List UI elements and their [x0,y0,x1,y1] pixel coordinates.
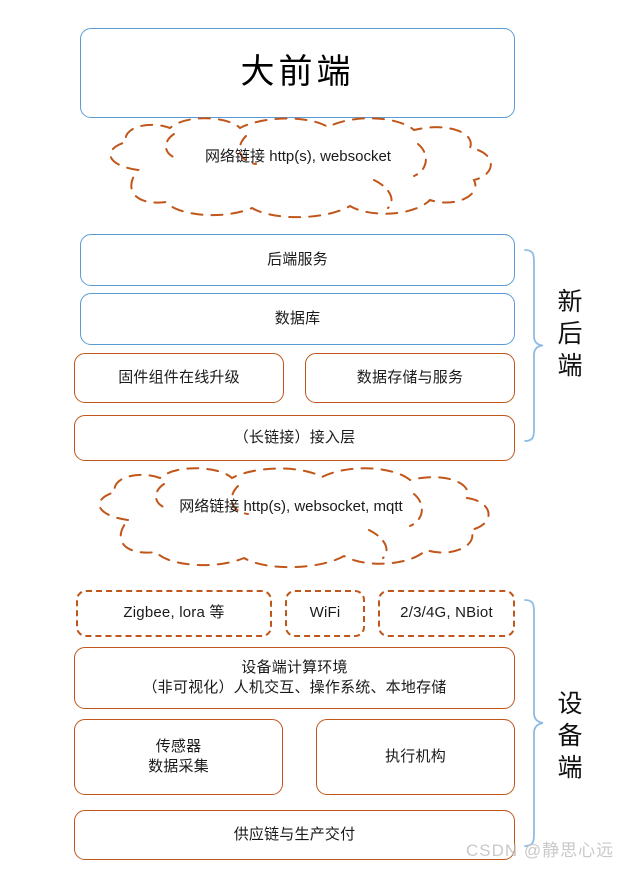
lower-cloud-outline [98,467,490,569]
node-database[interactable]: 数据库 [80,293,515,345]
node-actuator-label: 执行机构 [385,747,446,765]
node-device-compute-environment-line2: （非可视化）人机交互、操作系统、本地存储 [142,679,447,696]
node-cellular-label: 2/3/4G, NBiot [400,604,493,622]
upper-cloud-outline [109,117,492,219]
node-device-compute-environment[interactable]: 设备端计算环境 （非可视化）人机交互、操作系统、本地存储 [74,647,515,709]
backend-brace [523,248,545,443]
node-firmware-ota-label: 固件组件在线升级 [118,368,240,386]
node-data-storage-service-label: 数据存储与服务 [356,368,464,386]
node-zigbee-lora-label: Zigbee, lora 等 [123,604,225,622]
node-data-storage-service[interactable]: 数据存储与服务 [305,353,515,403]
node-device-compute-environment-line1: 设备端计算环境 [241,658,348,676]
node-backend-service-label: 后端服务 [267,250,328,268]
node-wifi[interactable]: WiFi [285,590,365,637]
node-zigbee-lora[interactable]: Zigbee, lora 等 [76,590,272,637]
node-sensor-acquisition-line2: 数据采集 [148,758,209,775]
lower-network-cloud: 网络链接 http(s), websocket, mqtt [66,467,516,573]
node-supply-chain[interactable]: 供应链与生产交付 [74,810,515,860]
node-sensor-acquisition[interactable]: 传感器 数据采集 [74,719,283,795]
backend-bracket-label: 新后端 [554,288,583,384]
device-bracket-label: 设备端 [554,690,583,786]
node-database-label: 数据库 [274,309,321,327]
node-big-frontend-label: 大前端 [240,52,355,93]
upper-network-cloud: 网络链接 http(s), websocket [78,117,518,223]
node-cellular[interactable]: 2/3/4G, NBiot [378,590,515,637]
device-brace [523,598,545,848]
node-backend-service[interactable]: 后端服务 [80,234,515,286]
node-firmware-ota[interactable]: 固件组件在线升级 [74,353,284,403]
node-long-connection-access-layer[interactable]: （长链接）接入层 [74,415,515,461]
node-wifi-label: WiFi [309,604,341,622]
csdn-watermark: CSDN @静思心远 [466,841,615,860]
node-big-frontend[interactable]: 大前端 [80,28,515,118]
node-actuator[interactable]: 执行机构 [316,719,515,795]
node-supply-chain-label: 供应链与生产交付 [233,825,356,843]
node-long-connection-access-layer-label: （长链接）接入层 [233,428,356,446]
node-sensor-acquisition-line1: 传感器 [155,737,202,755]
